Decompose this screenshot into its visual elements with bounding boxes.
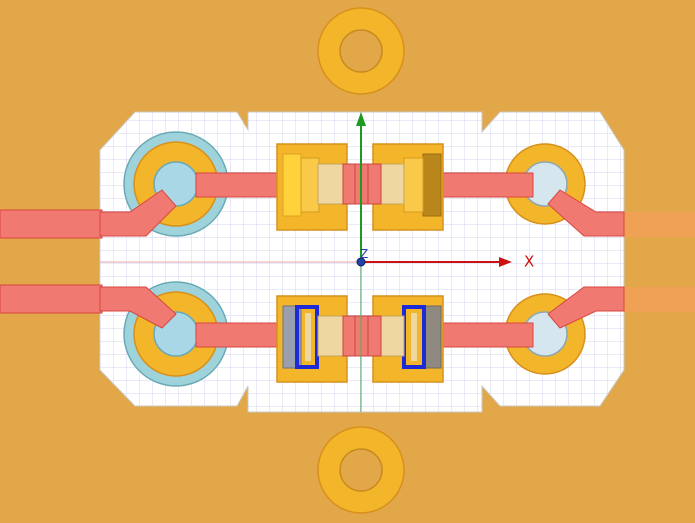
z-axis-label: Z (360, 247, 368, 261)
axes-gizmo: X Z (100, 112, 534, 412)
trace-left-bottom-bend[interactable] (99, 286, 177, 329)
mounting-pad-bottom[interactable] (317, 426, 405, 514)
feed-trace-right-bottom[interactable] (624, 287, 695, 312)
component-top-right-pad[interactable] (372, 143, 444, 231)
feed-trace-right-top[interactable] (624, 212, 695, 237)
origin-point (356, 257, 366, 267)
blue-contact-left[interactable] (295, 305, 319, 369)
trace-right-bottom-bend[interactable] (547, 286, 625, 329)
trace-right-top-bend[interactable] (547, 189, 625, 237)
y-axis-arrowhead (356, 112, 366, 126)
x-axis-label: X (524, 253, 534, 271)
trace-left-top-bend[interactable] (99, 189, 177, 237)
feed-trace-left-bottom[interactable] (0, 284, 103, 314)
x-axis-arrowhead (499, 257, 512, 267)
mounting-pad-top[interactable] (317, 7, 405, 95)
feed-trace-left-top[interactable] (0, 209, 103, 239)
